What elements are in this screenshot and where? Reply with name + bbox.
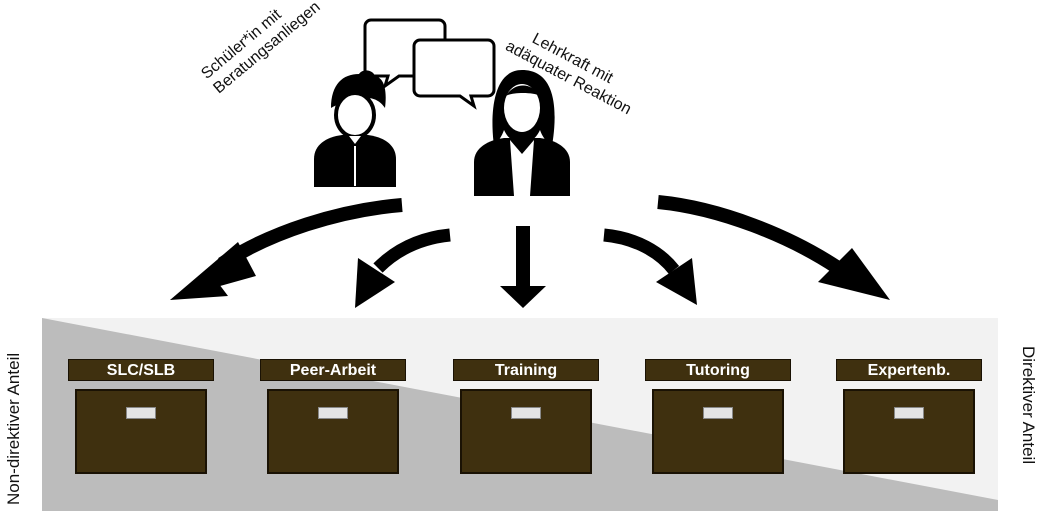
box-handle <box>511 407 541 419</box>
storage-box-icon <box>75 389 207 474</box>
box-handle <box>894 407 924 419</box>
storage-box-icon <box>652 389 784 474</box>
box-label: Peer-Arbeit <box>260 359 406 381</box>
arrow-to-training <box>500 226 546 308</box>
storage-box-icon <box>843 389 975 474</box>
storage-box-icon <box>460 389 592 474</box>
arrow-to-peer <box>355 228 451 308</box>
arrow-to-expert <box>657 195 890 300</box>
arrow-to-tutoring <box>603 228 697 305</box>
teacher-icon <box>474 70 570 196</box>
box-label: Tutoring <box>645 359 791 381</box>
box-handle <box>126 407 156 419</box>
nondirective-axis-label: Non-direktiver Anteil <box>4 352 23 505</box>
student-icon <box>314 70 396 187</box>
box-handle <box>318 407 348 419</box>
box-label: Expertenb. <box>836 359 982 381</box>
directive-axis-label: Direktiver Anteil <box>1019 346 1038 465</box>
storage-box-icon <box>267 389 399 474</box>
arrow-to-slc <box>170 198 403 300</box>
speech-bubble-icon <box>412 38 496 110</box>
box-handle <box>703 407 733 419</box>
box-label: Training <box>453 359 599 381</box>
box-label: SLC/SLB <box>68 359 214 381</box>
